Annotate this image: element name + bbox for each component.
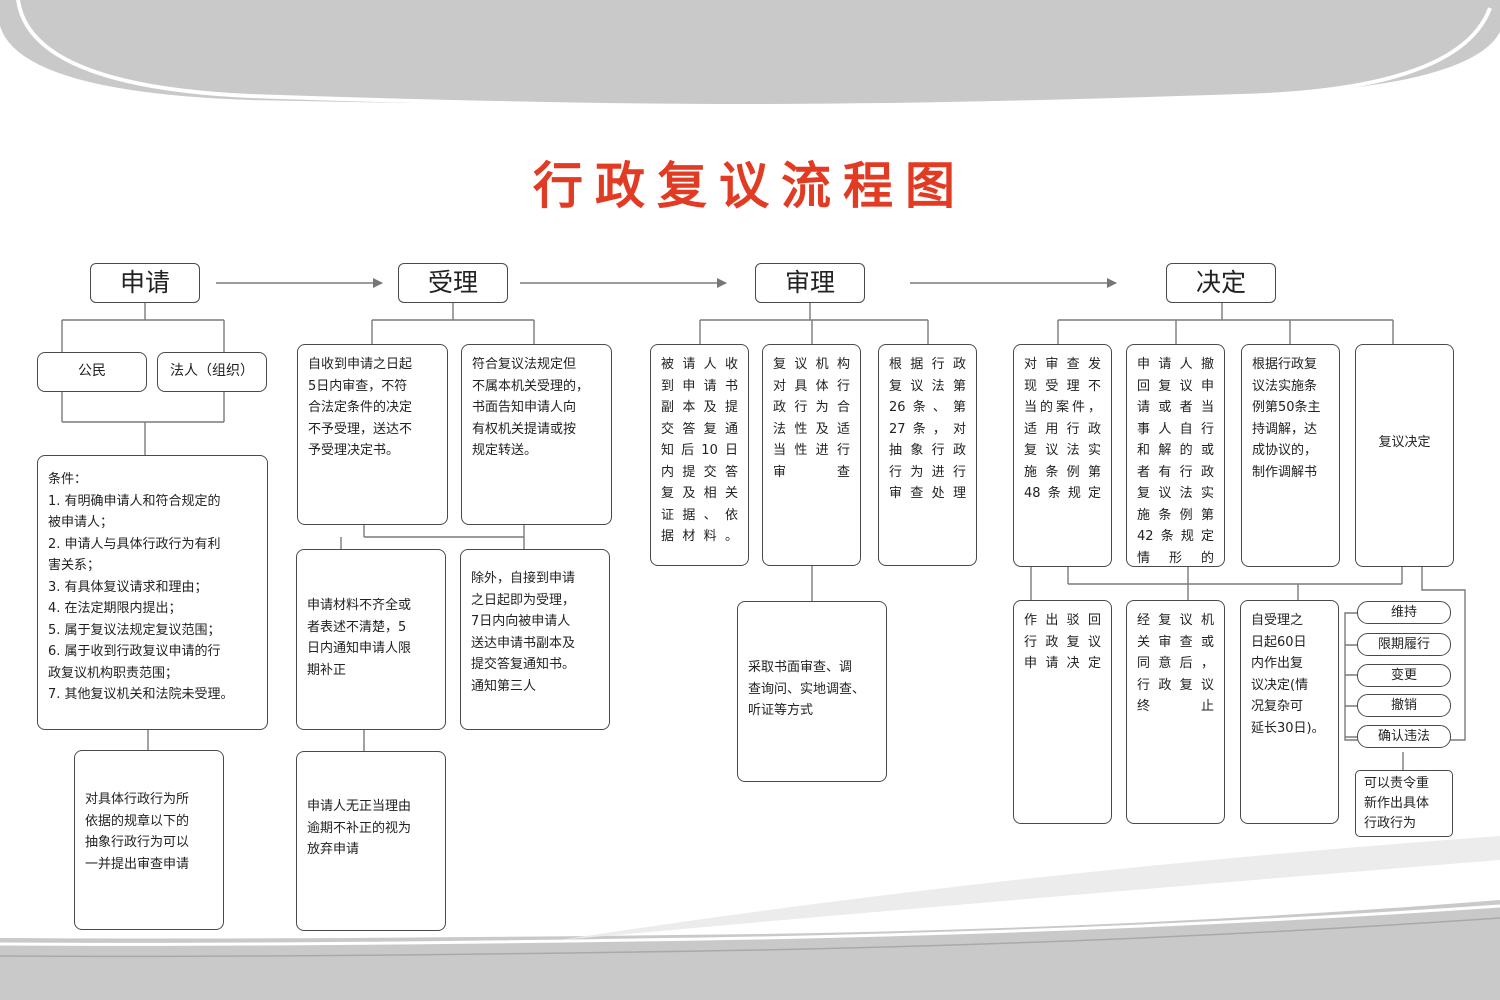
stage-apply: 申请	[90, 263, 200, 303]
improper-acceptance-box: 对审查发 现受理不 当的案件， 适用行政 复议法实 施条例第 48条规定	[1013, 344, 1112, 567]
incomplete-box: 申请材料不齐全或 者表述不清楚，5 日内通知申请人限 期补正	[296, 549, 446, 730]
organ-review-box: 复议机构 对具体行 政行为合 法性及适 当性进行 审查	[762, 344, 861, 566]
review-5days-box: 自收到申请之日起 5日内审查，不符 合法定条件的决定 不予受理，送达不 予受理决…	[297, 344, 448, 525]
review-methods-box: 采取书面审查、调 查询问、实地调查、 听证等方式	[737, 601, 887, 782]
withdraw-box: 申请人撤 回复议申 请或者当 事人自行 和解的或 者有行政 复议法实 施条例第 …	[1126, 344, 1225, 567]
transfer-box: 符合复议法规定但 不属本机关受理的， 书面告知申请人向 有权机关提请或按 规定转…	[461, 344, 612, 525]
accepted-box: 除外，自接到申请 之日起即为受理， 7日内向被申请人 送达申请书副本及 提交答复…	[460, 549, 610, 730]
outcome-change: 变更	[1357, 664, 1451, 687]
decision-box: 复议决定	[1355, 344, 1454, 567]
outcome-perform: 限期履行	[1357, 633, 1451, 656]
legal-person-box: 法人（组织）	[157, 352, 267, 392]
outcome-maintain: 维持	[1357, 601, 1451, 624]
outcome-confirm-illegal: 确认违法	[1357, 725, 1451, 748]
outcome-revoke: 撤销	[1357, 694, 1451, 717]
abstract-act-box: 根据行政 复议法第 26条、第 27条，对 抽象行政 行为进行 审查处理	[878, 344, 977, 566]
stage-review: 审理	[755, 263, 865, 303]
mediation-box: 根据行政复 议法实施条 例第50条主 持调解，达 成协议的， 制作调解书	[1241, 344, 1340, 567]
stage-decide: 决定	[1166, 263, 1276, 303]
respondent-reply-box: 被请人收 到申请书 副本及提 交答复通 知后10日 内提交答 复及相关 证据、依…	[650, 344, 749, 566]
abstract-review-box: 对具体行政行为所 依据的规章以下的 抽象行政行为可以 一并提出审查申请	[74, 750, 224, 930]
deadline-box: 自受理之 日起60日 内作出复 议决定(情 况复杂可 延长30日)。	[1240, 600, 1339, 824]
stage-accept: 受理	[398, 263, 508, 303]
conditions-box: 条件： 1. 有明确申请人和符合规定的 被申请人； 2. 申请人与具体行政行为有…	[37, 455, 268, 730]
page-title: 行政复议流程图	[533, 156, 967, 215]
citizen-box: 公民	[37, 352, 147, 392]
reorder-box: 可以责令重 新作出具体 行政行为	[1355, 770, 1453, 837]
dismiss-box: 作出驳回 行政复议 申请决定	[1013, 600, 1112, 824]
abandon-box: 申请人无正当理由 逾期不补正的视为 放弃申请	[296, 751, 446, 931]
terminate-box: 经复议机 关审查或 同意后， 行政复议 终止	[1126, 600, 1225, 824]
